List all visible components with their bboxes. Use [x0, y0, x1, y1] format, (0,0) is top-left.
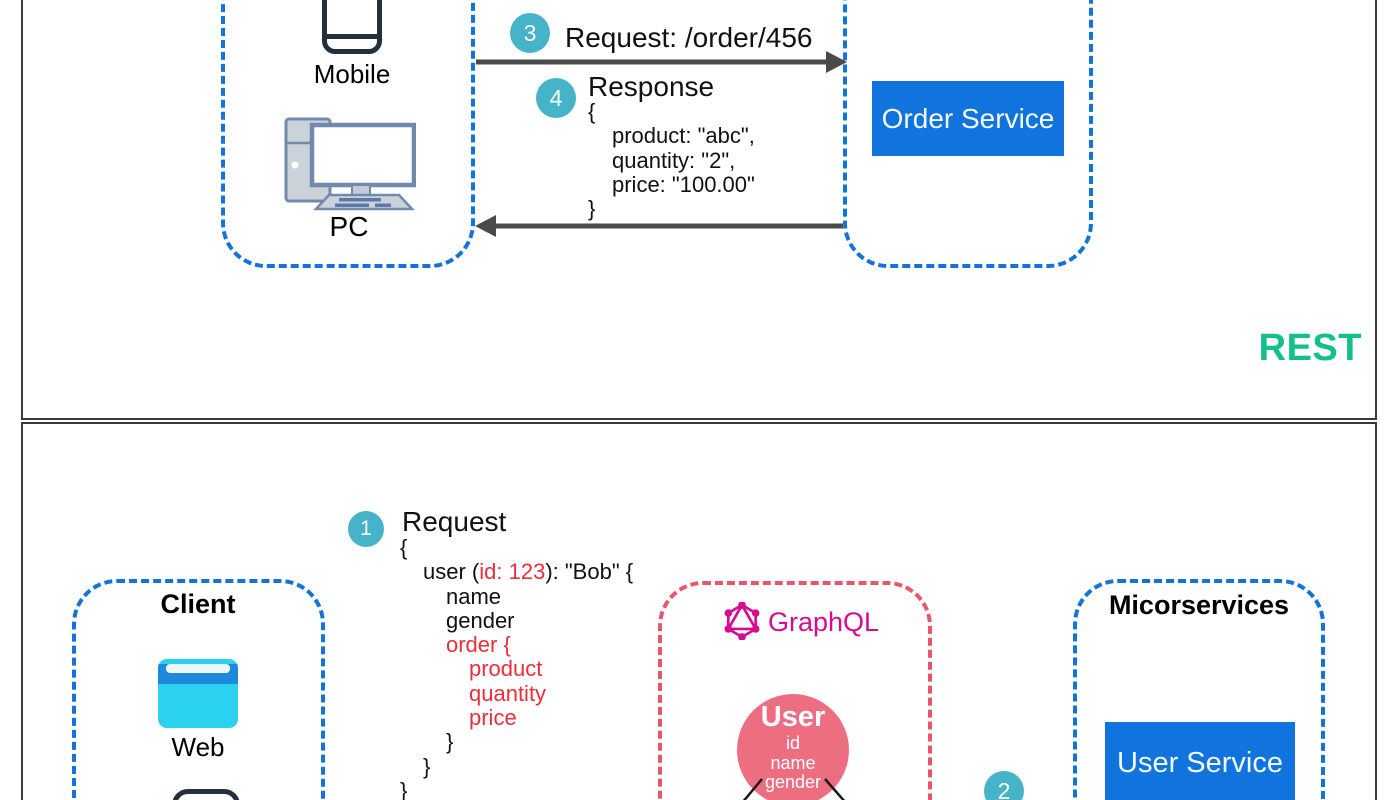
step-2-badge: 2 [984, 771, 1024, 800]
rest-client-box [221, 0, 475, 268]
code-segment-highlight: id: 123 [479, 559, 546, 585]
browser-window-icon [158, 659, 238, 728]
rest-response-code: { product: "abc",quantity: "2",price: "10… [588, 99, 755, 221]
code-line: price: "100.00" [588, 171, 755, 197]
code-line: } [400, 753, 633, 779]
step-3-badge: 3 [510, 13, 550, 53]
code-segment: quantity: "2", [612, 147, 736, 173]
code-segment-highlight: product [469, 656, 543, 682]
user-service-button: User Service [1105, 722, 1295, 800]
code-segment: ): "Bob" { [545, 559, 634, 585]
code-segment: { [400, 535, 408, 560]
client-title: Client [160, 589, 236, 619]
code-segment: price: "100.00" [612, 171, 755, 197]
browser-address-bar [166, 664, 230, 673]
rest-request-label: Request: /order/456 [565, 22, 813, 53]
code-line: product [400, 657, 633, 681]
code-line: } [400, 777, 633, 800]
user-node-field: gender [764, 772, 822, 792]
code-line: user (id: 123): "Bob" { [400, 560, 633, 584]
step-4-badge: 4 [536, 78, 576, 118]
graphql-client-box [72, 579, 325, 800]
user-node-field: id [785, 733, 800, 753]
code-line: gender [400, 607, 633, 633]
code-segment: name [446, 583, 502, 609]
graphql-gateway-box [658, 581, 932, 800]
microservices-title: Micorservices [1108, 590, 1290, 620]
code-segment: } [446, 729, 454, 755]
pc-label: PC [329, 211, 369, 242]
phone-chin [327, 34, 377, 39]
user-node-title: User [760, 701, 826, 733]
user-node-field: name [770, 752, 816, 773]
code-line: product: "abc", [588, 124, 755, 148]
smartphone-icon [172, 789, 240, 800]
code-segment: } [588, 196, 596, 222]
order-service-box [843, 0, 1093, 268]
code-segment: } [400, 777, 408, 800]
rest-badge: REST [1258, 327, 1362, 369]
mobile-label: Mobile [313, 59, 391, 89]
user-node: User id name gender [737, 694, 849, 800]
code-line: { [400, 535, 633, 560]
graphql-logo-text: GraphQL [768, 607, 880, 637]
code-line: { [588, 99, 755, 124]
code-line: quantity [400, 680, 633, 706]
graphql-request-label: Request [402, 506, 507, 537]
code-line: } [400, 730, 633, 754]
code-line: order { [400, 633, 633, 657]
code-line: price [400, 705, 633, 731]
web-label: Web [171, 732, 225, 762]
order-service-button: Order Service [872, 81, 1064, 156]
smartphone-icon [322, 0, 382, 54]
code-segment-highlight: quantity [469, 680, 547, 706]
rest-panel [21, 0, 1377, 420]
code-segment: { [588, 99, 596, 124]
rest-response-label: Response [588, 71, 715, 102]
code-segment: } [423, 753, 431, 779]
graphql-hexagram-icon [723, 602, 761, 640]
microservices-box [1073, 579, 1325, 800]
code-segment: gender [446, 607, 515, 633]
code-line: name [400, 583, 633, 609]
step-1-badge: 1 [348, 511, 384, 547]
code-line: } [588, 197, 755, 221]
code-line: quantity: "2", [588, 147, 755, 173]
code-segment-highlight: order { [446, 632, 511, 658]
desktop-pc-icon [282, 113, 416, 211]
browser-toolbar [158, 664, 238, 684]
code-segment: product: "abc", [612, 123, 755, 149]
code-segment-highlight: price [469, 705, 517, 731]
code-segment: user ( [423, 559, 480, 585]
